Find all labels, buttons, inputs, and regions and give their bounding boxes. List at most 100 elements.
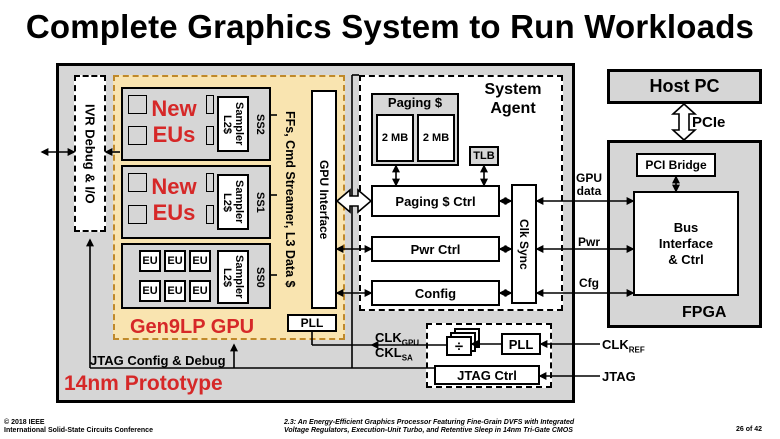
jtag-ctrl-label: JTAG Ctrl <box>457 367 517 383</box>
bus-label-line3: & Ctrl <box>668 251 704 267</box>
ss2-label: SS2 <box>252 96 268 152</box>
mb-right-label: 2 MB <box>422 132 450 144</box>
sampler-label: Sampler L2$ <box>221 102 245 146</box>
bus-interface-box: Bus Interface & Ctrl <box>633 191 739 296</box>
eu-block <box>128 126 147 145</box>
clock-pll-label: PLL <box>508 336 534 352</box>
gpu-interface-label: GPU Interface <box>317 159 331 240</box>
sampler-l2-box: Sampler L2$ <box>217 174 249 230</box>
pcie-label: PCIe <box>692 114 726 131</box>
jtag-ctrl-box: JTAG Ctrl <box>434 365 540 385</box>
divider-symbol: ÷ <box>454 337 464 355</box>
pci-bridge-label: PCI Bridge <box>645 158 707 172</box>
eu-block: EU <box>189 280 211 302</box>
footer-center: 2.3: An Energy-Efficient Graphics Proces… <box>284 419 574 435</box>
eu-block <box>206 95 214 114</box>
footer-conference: International Solid-State Circuits Confe… <box>4 427 153 434</box>
clk-gpu-sub: GPU <box>401 338 420 348</box>
eu-block <box>206 126 214 145</box>
eu-block <box>206 173 214 192</box>
new-eus-label: New EUs <box>140 174 208 226</box>
bus-label-line1: Bus <box>673 219 699 235</box>
pwr-ctrl-label: Pwr Ctrl <box>410 241 461 257</box>
chip-label: 14nm Prototype <box>64 372 223 395</box>
eu-block: EU <box>189 250 211 272</box>
new-eus-line1: New <box>151 174 197 199</box>
mb-left-label: 2 MB <box>381 132 409 144</box>
eu-label: EU <box>167 255 183 267</box>
eu-label: EU <box>192 255 208 267</box>
pci-bridge-box: PCI Bridge <box>636 153 716 177</box>
mb-block: 2 MB <box>417 114 455 162</box>
gpu-data-line1: GPU <box>575 171 602 185</box>
gpu-pll-box: PLL <box>287 314 337 332</box>
eu-label: EU <box>142 285 158 297</box>
ss2-name: SS2 <box>254 113 266 135</box>
footer-paper-line1: 2.3: An Energy-Efficient Graphics Proces… <box>284 419 575 426</box>
config-box: Config <box>371 280 500 306</box>
gpu-pll-label: PLL <box>300 316 324 330</box>
new-eus-label: New EUs <box>140 96 208 148</box>
eu-block: EU <box>164 280 186 302</box>
ss0-name: SS0 <box>254 266 266 288</box>
jtag-config-debug-label: JTAG Config & Debug <box>90 353 226 368</box>
bus-label-line2: Interface <box>658 235 714 251</box>
system-agent-title-line2: Agent <box>490 100 536 117</box>
new-eus-line2: EUs <box>152 200 196 225</box>
ss1-name: SS1 <box>254 191 266 213</box>
clk-sa-sub: SA <box>401 353 413 363</box>
fpga-label: FPGA <box>682 304 727 321</box>
sampler-label: Sampler L2$ <box>221 180 245 224</box>
config-label: Config <box>414 285 457 301</box>
page-title: Complete Graphics System to Run Workload… <box>25 8 755 45</box>
tlb-label: TLB <box>473 150 495 162</box>
clk-ref-label: CLKREF <box>602 337 645 355</box>
clk-gpu-main: CLK <box>375 330 402 345</box>
jtag-input-label: JTAG <box>602 369 636 384</box>
eu-block: EU <box>164 250 186 272</box>
clk-sync-label: Clk Sync <box>517 218 531 270</box>
gpu-interface-box: GPU Interface <box>311 90 337 309</box>
system-agent-title-line1: System <box>484 81 542 98</box>
eu-block <box>128 205 147 224</box>
clk-sa-main: CKL <box>375 345 402 360</box>
ivr-label: IVR Debug & I/O <box>82 103 98 204</box>
clk-ref-sub: REF <box>628 345 645 355</box>
system-agent-title: System Agent <box>468 80 558 118</box>
sampler-label: Sampler L2$ <box>221 255 245 299</box>
ffs-cmd-streamer-l3: FFs, Cmd Streamer, L3 Data $ <box>277 90 303 308</box>
sampler-l2-box: Sampler L2$ <box>217 96 249 152</box>
new-eus-line1: New <box>151 96 197 121</box>
footer-page: 26 of 42 <box>736 426 763 433</box>
eu-label: EU <box>192 285 208 297</box>
eu-label: EU <box>142 255 158 267</box>
host-pc-label: Host PC <box>649 76 720 96</box>
mb-block: 2 MB <box>376 114 414 162</box>
gpu-data-line2: data <box>576 184 602 198</box>
eu-label: EU <box>167 285 183 297</box>
clk-ref-main: CLK <box>602 337 629 352</box>
footer-copyright: © 2018 IEEE <box>4 419 45 426</box>
eu-block <box>128 95 147 114</box>
paging-ctrl-label: Paging $ Ctrl <box>395 193 476 209</box>
eu-block: EU <box>139 280 161 302</box>
footer-left: © 2018 IEEE International Solid-State Ci… <box>4 419 153 435</box>
clk-gpu-label: CLKGPU <box>375 330 419 348</box>
gpu-data-label: GPU data <box>572 172 606 198</box>
sampler-l2-box: Sampler L2$ <box>217 250 249 304</box>
ffs-label: FFs, Cmd Streamer, L3 Data $ <box>283 110 297 288</box>
clk-sync-box: Clk Sync <box>511 184 537 304</box>
ss1-label: SS1 <box>252 174 268 230</box>
host-pc-box: Host PC <box>607 69 762 104</box>
clk-sa-label: CKLSA <box>375 345 413 363</box>
paging-cache-label: Paging $ <box>387 95 443 110</box>
footer-paper-line2: Voltage Regulators, Execution-Unit Turbo… <box>284 427 573 434</box>
gpu-label: Gen9LP GPU <box>130 316 255 338</box>
eu-block <box>128 173 147 192</box>
eu-block <box>206 205 214 224</box>
eu-block: EU <box>139 250 161 272</box>
cfg-signal-label: Cfg <box>579 276 599 290</box>
ss0-label: SS0 <box>252 250 268 304</box>
clock-pll-box: PLL <box>501 333 541 355</box>
